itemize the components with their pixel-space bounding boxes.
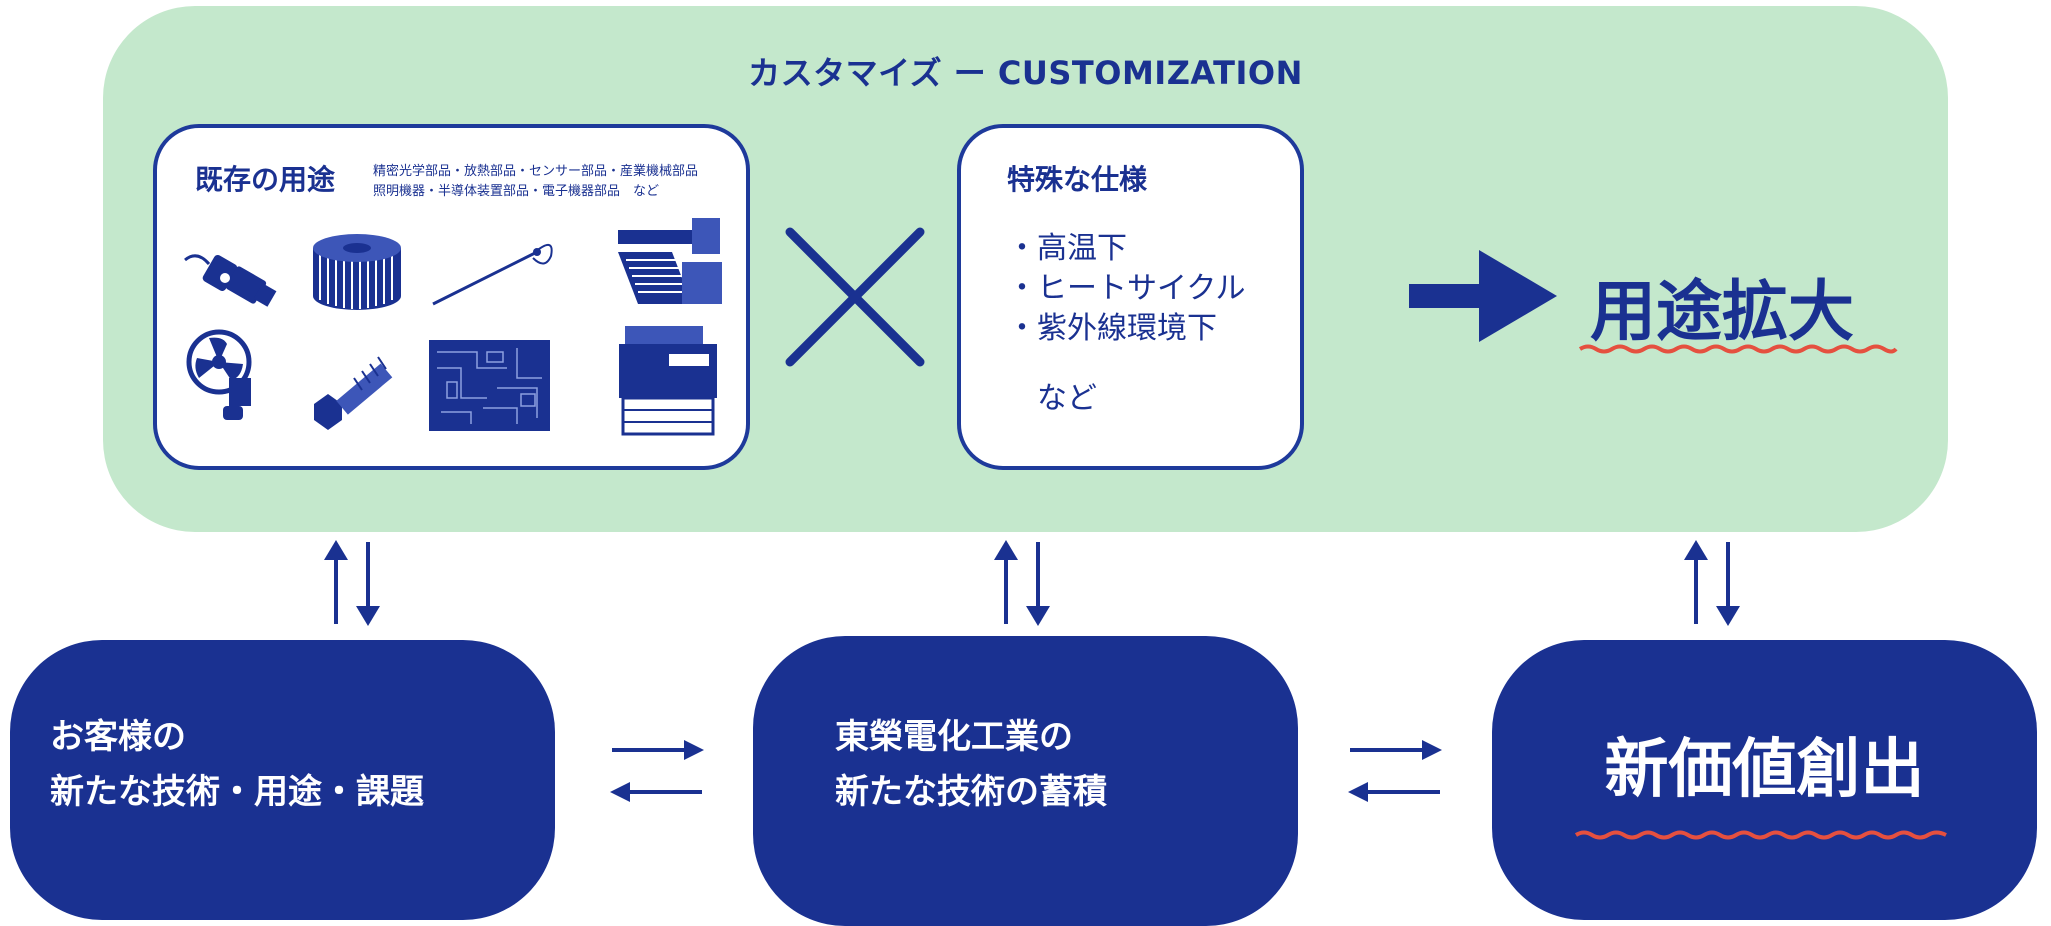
special-spec-item: ・ヒートサイクル <box>1007 271 1246 306</box>
special-specs-title: 特殊な仕様 <box>1007 163 1148 196</box>
connector-icon <box>177 220 287 320</box>
existing-uses-detail: 照明機器・半導体装置部品・電子機器部品 など <box>373 184 660 199</box>
left-right-arrows-icon <box>1348 740 1442 802</box>
sensor-probe-icon <box>427 218 567 318</box>
heatsink-icon <box>302 218 412 318</box>
up-down-arrows-icon <box>994 540 1050 626</box>
special-spec-etc: など <box>1037 381 1097 416</box>
right-arrow-icon <box>1409 250 1557 342</box>
application-expansion-label: 用途拡大 <box>1590 273 1854 350</box>
toei-technology-line: 東榮電化工業の <box>835 717 1073 757</box>
conveyor-icon <box>612 212 730 312</box>
customer-needs-line: 新たな技術・用途・課題 <box>50 772 424 812</box>
customer-needs-line: お客様の <box>50 717 186 757</box>
fan-icon <box>179 328 289 428</box>
special-spec-item: ・高温下 <box>1007 231 1127 266</box>
customer-needs-box: お客様の 新たな技術・用途・課題 <box>10 640 555 920</box>
red-underline <box>1574 830 1947 840</box>
left-right-arrows-icon <box>610 740 704 802</box>
special-specs-box: 特殊な仕様 ・高温下 ・ヒートサイクル ・紫外線環境下 など <box>957 124 1304 470</box>
existing-uses-title: 既存の用途 <box>195 163 336 196</box>
special-spec-item: ・紫外線環境下 <box>1007 311 1217 346</box>
toei-technology-box: 東榮電化工業の 新たな技術の蓄積 <box>753 636 1298 926</box>
circuit-board-icon <box>427 338 552 433</box>
new-value-label: 新価値創出 <box>1604 733 1925 807</box>
red-underline <box>1578 344 1898 354</box>
up-down-arrows-icon <box>324 540 380 626</box>
printer-icon <box>615 318 723 438</box>
toei-technology-line: 新たな技術の蓄積 <box>835 772 1107 812</box>
new-value-box: 新価値創出 <box>1492 640 2037 920</box>
customization-title: カスタマイズ ー CUSTOMIZATION <box>748 54 1303 92</box>
up-down-arrows-icon <box>1684 540 1740 626</box>
existing-uses-box: 既存の用途 精密光学部品・放熱部品・センサー部品・産業機械部品 照明機器・半導体… <box>153 124 750 470</box>
existing-uses-detail: 精密光学部品・放熱部品・センサー部品・産業機械部品 <box>373 164 699 179</box>
multiply-icon <box>785 227 925 367</box>
bolt-icon <box>302 338 412 438</box>
